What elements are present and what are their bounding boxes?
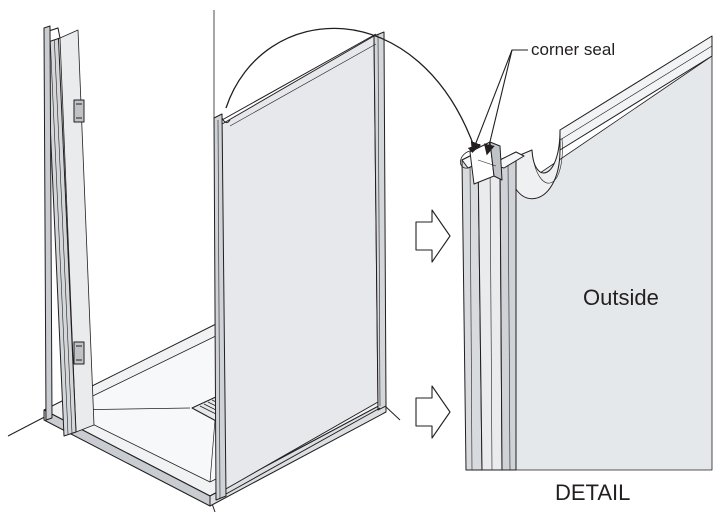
corner-seal-label: corner seal — [531, 40, 616, 59]
direction-arrow-upper — [415, 209, 451, 263]
detail-glass-panel — [514, 55, 713, 471]
detail-pointer-arrow — [225, 27, 481, 159]
floor-line-right — [384, 405, 401, 421]
detail-view — [415, 35, 713, 471]
hinged-door-panel — [43, 25, 95, 437]
direction-arrow-lower — [415, 385, 451, 439]
shower-enclosure — [7, 10, 481, 513]
detail-label: DETAIL — [555, 480, 631, 505]
corner-seal-leader — [483, 49, 528, 156]
corner-profile — [460, 149, 525, 471]
door-hinge-bottom — [73, 341, 85, 365]
outside-label: Outside — [583, 285, 659, 310]
door-hinge-top — [73, 99, 85, 123]
fixed-side-panel — [213, 31, 387, 501]
